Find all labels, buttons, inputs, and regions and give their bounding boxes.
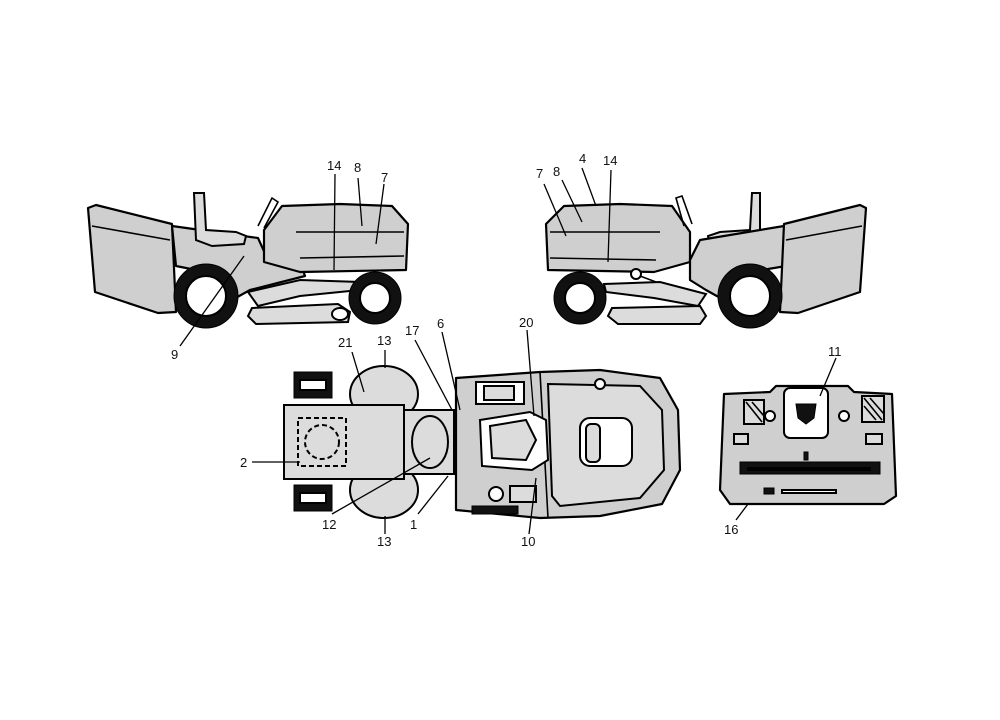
callout-21: 21 [338, 335, 352, 350]
callout-9: 9 [171, 347, 178, 362]
callout-8-right: 8 [553, 164, 560, 179]
callout-labels: 14 8 7 9 7 8 4 14 21 13 17 6 20 2 12 1 1… [171, 151, 842, 549]
callout-20: 20 [519, 315, 533, 330]
control-panel-view [718, 384, 898, 506]
callout-7-right: 7 [536, 166, 543, 181]
callout-14-right: 14 [603, 153, 617, 168]
callout-1: 1 [410, 517, 417, 532]
callout-7-left: 7 [381, 170, 388, 185]
tractor-left-side-view [86, 192, 410, 329]
callout-16: 16 [724, 522, 738, 537]
callout-6: 6 [437, 316, 444, 331]
callout-8-left: 8 [354, 160, 361, 175]
callout-10: 10 [521, 534, 535, 549]
callout-2: 2 [240, 455, 247, 470]
tractor-top-view [283, 365, 682, 520]
callout-17: 17 [405, 323, 419, 338]
callout-12: 12 [322, 517, 336, 532]
callout-14-left: 14 [327, 158, 341, 173]
callout-13-top: 13 [377, 333, 391, 348]
callout-4: 4 [579, 151, 586, 166]
callout-11: 11 [828, 344, 842, 359]
tractor-right-side-view [544, 192, 868, 329]
leader-lines [179, 167, 837, 535]
callout-13-bottom: 13 [377, 534, 391, 549]
